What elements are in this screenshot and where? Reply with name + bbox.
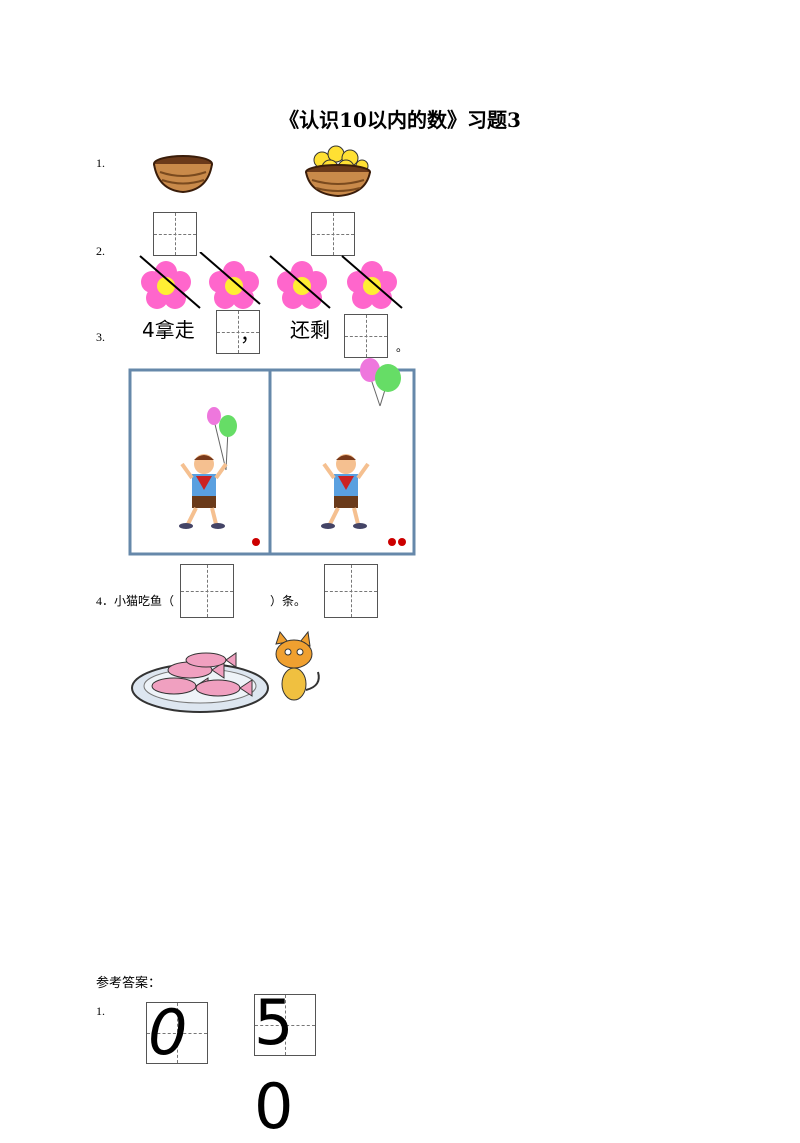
answer-box-q1-right[interactable] <box>311 212 355 256</box>
answer-box-q4-right[interactable] <box>324 564 378 618</box>
basket-with-chicks-image <box>305 145 371 198</box>
page-title: 《认识10以内的数》习题3 <box>279 108 521 132</box>
dot-icon <box>388 538 396 546</box>
answer-box-q3-take[interactable] <box>216 310 260 354</box>
answers-number-1: 1. <box>96 1004 105 1018</box>
flower-icon <box>269 255 331 309</box>
boy-balloons-picture <box>128 358 416 556</box>
fish-icon <box>185 652 237 668</box>
answer-digit-3: 0 <box>254 1070 294 1143</box>
answer-box-q4-left[interactable] <box>180 564 234 618</box>
balloon-icon <box>360 358 401 407</box>
crossed-flowers-image <box>139 252 403 309</box>
answer-box-key-1 <box>146 1002 208 1064</box>
balloon-icon <box>207 407 237 471</box>
boy-icon <box>321 454 370 529</box>
answer-digit-1: 0 <box>148 996 188 1069</box>
question-3-number: 3. <box>96 330 105 344</box>
period-text: 。 <box>396 340 409 354</box>
dot-icon <box>252 538 260 546</box>
fish-icon <box>195 679 253 697</box>
fish-plate-cat-image <box>131 630 320 713</box>
answer-digit-2: 5 <box>254 986 294 1059</box>
flower-icon <box>341 255 403 309</box>
empty-basket-image <box>153 155 213 194</box>
take-away-text: 4拿走 <box>142 318 195 342</box>
answer-box-q1-left[interactable] <box>153 212 197 256</box>
question-1-number: 1. <box>96 156 105 170</box>
question-4-close-text: ）条。 <box>270 594 307 608</box>
dot-icon <box>398 538 406 546</box>
answer-box-key-2 <box>254 994 316 1056</box>
flower-icon <box>139 255 201 309</box>
answer-box-q3-remain[interactable] <box>344 314 388 358</box>
answers-heading: 参考答案： <box>96 975 162 990</box>
cat-icon <box>275 630 320 701</box>
flower-icon <box>199 252 261 309</box>
comma-text: ， <box>240 322 260 346</box>
boy-icon <box>179 454 228 529</box>
question-4-text: 4．小猫吃鱼（ <box>96 594 175 608</box>
remain-text: 还剩 <box>290 318 330 342</box>
question-2-number: 2. <box>96 244 105 258</box>
